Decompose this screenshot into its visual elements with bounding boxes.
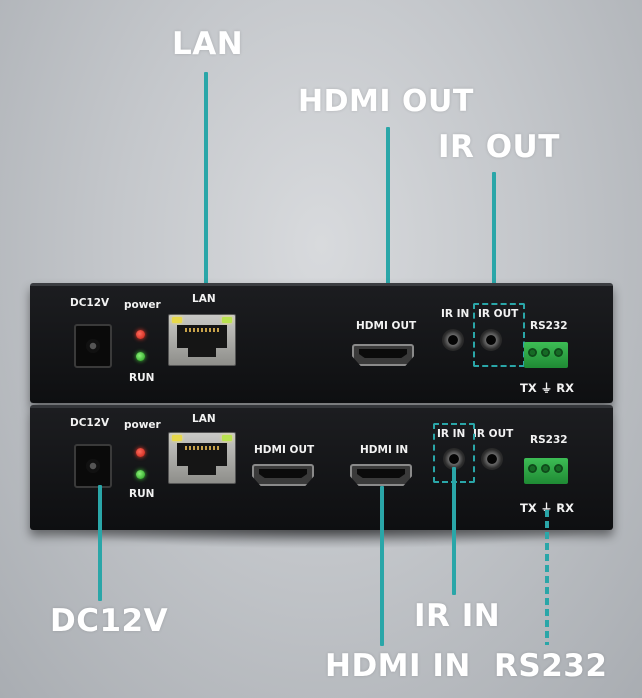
rx-ir-in-label: IR IN (437, 428, 466, 440)
rx-ir-in-jack (443, 448, 465, 470)
leader-ir-in (452, 467, 456, 595)
receiver-unit: DC12V power LAN RUN HDMI OUT HDMI IN IR … (30, 405, 613, 530)
rx-ir-out-label: IR OUT (473, 428, 514, 440)
tx-ir-in-jack (442, 329, 464, 351)
rx-lan-led-link (172, 435, 182, 441)
tx-run-label: RUN (129, 372, 155, 384)
rx-dc-label: DC12V (70, 417, 110, 429)
tx-terminal-screw-1 (528, 348, 537, 357)
callout-ir-out: IR OUT (438, 129, 560, 165)
rx-power-label: power (124, 419, 161, 431)
tx-lan-pins (185, 328, 219, 332)
callout-dc12v: DC12V (50, 603, 169, 639)
leader-hdmi-out (386, 127, 390, 324)
tx-lan-port (168, 314, 236, 366)
tx-ir-out-highlight (473, 303, 525, 367)
rx-rs232-terminal (524, 458, 568, 484)
rx-lan-label: LAN (192, 413, 216, 425)
tx-terminal-screw-3 (554, 348, 563, 357)
callout-hdmi-out: HDMI OUT (298, 84, 474, 119)
rx-dc-jack (74, 444, 112, 488)
rx-lan-pins (185, 446, 219, 450)
callout-rs232: RS232 (494, 648, 608, 684)
rx-hdmi-out-label: HDMI OUT (254, 444, 315, 456)
tx-rs232-label: RS232 (530, 320, 568, 332)
leader-hdmi-in (380, 486, 384, 646)
callout-ir-in: IR IN (414, 598, 501, 634)
rx-ir-out-jack (481, 448, 503, 470)
leader-rs232 (545, 510, 549, 645)
rx-hdmi-in-port (350, 464, 412, 486)
rx-terminal-screw-3 (554, 464, 563, 473)
floor-shadow (40, 527, 605, 549)
tx-power-label: power (124, 299, 161, 311)
leader-dc12v (98, 485, 102, 601)
tx-ir-out-label: IR OUT (478, 308, 519, 320)
tx-lan-label: LAN (192, 293, 216, 305)
rx-lan-led-act (222, 435, 232, 441)
leader-lan (204, 72, 208, 312)
tx-run-led (136, 352, 145, 361)
rx-terminal-screw-1 (528, 464, 537, 473)
rx-run-label: RUN (129, 488, 155, 500)
tx-rs232-pins: TX ⏚ RX (520, 381, 574, 395)
tx-dc-label: DC12V (70, 297, 110, 309)
rx-hdmi-out-port (252, 464, 314, 486)
rx-run-led (136, 470, 145, 479)
transmitter-unit: DC12V power LAN RUN HDMI OUT IR IN IR OU… (30, 283, 613, 403)
tx-terminal-screw-2 (541, 348, 550, 357)
rx-hdmi-in-label: HDMI IN (360, 444, 409, 456)
leader-ir-out (492, 172, 496, 304)
rx-lan-port (168, 432, 236, 484)
tx-lan-led-act (222, 317, 232, 323)
tx-ir-out-jack (480, 329, 502, 351)
callout-hdmi-in: HDMI IN (325, 648, 471, 684)
callout-lan: LAN (172, 26, 244, 62)
tx-rs232-terminal (524, 342, 568, 368)
tx-hdmi-out-port (352, 344, 414, 366)
rx-rs232-label: RS232 (530, 434, 568, 446)
tx-dc-jack (74, 324, 112, 368)
tx-ir-in-label: IR IN (441, 308, 470, 320)
tx-power-led (136, 330, 145, 339)
rx-terminal-screw-2 (541, 464, 550, 473)
rx-rs232-pins: TX ⏚ RX (520, 501, 574, 515)
tx-hdmi-label: HDMI OUT (356, 320, 417, 332)
rx-power-led (136, 448, 145, 457)
tx-lan-led-link (172, 317, 182, 323)
